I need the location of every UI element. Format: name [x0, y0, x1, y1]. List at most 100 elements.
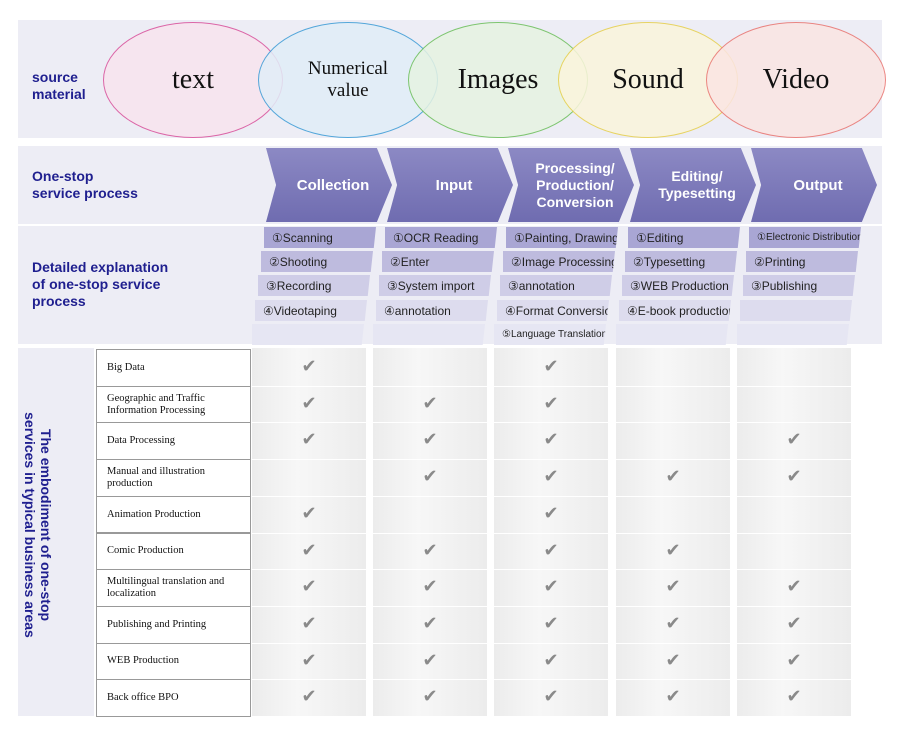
check-icon: ✔ — [665, 539, 681, 561]
process-stage-label: Processing/ Production/ Conversion — [535, 159, 615, 210]
material-label: Video — [762, 64, 830, 95]
process-detail-item: ③System import — [379, 275, 491, 296]
process-detail-item: ②Shooting — [261, 251, 373, 272]
check-icon: ✔ — [301, 576, 317, 598]
check-icon: ✔ — [786, 466, 802, 488]
process-label: One-stop service process — [32, 168, 138, 202]
check-icon: ✔ — [422, 429, 438, 451]
process-stage-arrow: Input — [387, 148, 513, 222]
process-detail-item: ①Scanning — [264, 227, 376, 248]
check-icon: ✔ — [786, 612, 802, 634]
process-stage-arrow: Processing/ Production/ Conversion — [508, 148, 634, 222]
check-icon: ✔ — [301, 356, 317, 377]
matrix-row-divider — [252, 532, 852, 534]
detail-label: Detailed explanation of one-stop service… — [32, 259, 168, 310]
detail-label-line: process — [32, 293, 86, 309]
check-icon: ✔ — [543, 392, 559, 414]
process-detail-item — [373, 324, 485, 345]
matrix-row-divider — [252, 679, 852, 681]
business-area-row: Back office BPO — [96, 679, 251, 717]
check-icon: ✔ — [422, 649, 438, 671]
matrix-row-divider — [252, 495, 852, 497]
check-icon: ✔ — [543, 466, 559, 488]
areas-label-line: The embodiment of one-stop — [38, 428, 54, 622]
matrix-column — [737, 348, 851, 716]
process-detail-item: ①Painting, Drawing — [506, 227, 618, 248]
process-detail-item: ④Format Conversion — [497, 300, 609, 321]
business-area-row: Data Processing — [96, 422, 251, 461]
process-stage-arrow: Collection — [266, 148, 392, 222]
business-area-row: Animation Production — [96, 495, 251, 534]
check-icon: ✔ — [301, 392, 317, 414]
process-detail-item: ⑤Language Translation — [494, 324, 606, 345]
check-icon: ✔ — [665, 576, 681, 598]
check-icon: ✔ — [422, 686, 438, 708]
process-detail-item — [616, 324, 728, 345]
process-detail-item: ②Typesetting — [625, 251, 737, 272]
matrix-column — [373, 348, 487, 716]
check-icon: ✔ — [543, 649, 559, 671]
source-label-line: source — [32, 69, 78, 85]
business-area-row: Multilingual translation and localizatio… — [96, 569, 251, 607]
process-detail-item — [252, 324, 364, 345]
matrix-row-divider — [252, 642, 852, 644]
process-detail-item — [737, 324, 849, 345]
source-label-line: material — [32, 86, 86, 102]
process-detail-item: ④E-book production — [619, 300, 731, 321]
check-icon: ✔ — [543, 612, 559, 634]
process-detail-item: ①Editing — [628, 227, 740, 248]
check-icon: ✔ — [665, 612, 681, 634]
material-label: Numerical value — [307, 58, 389, 101]
process-detail-item: ④annotation — [376, 300, 488, 321]
material-ellipse — [706, 22, 886, 138]
business-area-row: Geographic and Traffic Information Proce… — [96, 385, 251, 424]
check-icon: ✔ — [301, 612, 317, 634]
matrix-row-divider — [252, 459, 852, 461]
check-icon: ✔ — [786, 649, 802, 671]
areas-label: The embodiment of one-stop services in t… — [22, 345, 54, 705]
matrix-row-divider — [252, 385, 852, 387]
check-icon: ✔ — [301, 429, 317, 451]
business-area-row: WEB Production — [96, 642, 251, 681]
check-icon: ✔ — [301, 649, 317, 671]
material-label: text — [172, 64, 214, 95]
check-icon: ✔ — [301, 686, 317, 708]
check-icon: ✔ — [301, 502, 317, 524]
process-stage-label: Collection — [296, 176, 370, 194]
check-icon: ✔ — [543, 429, 559, 451]
check-icon: ✔ — [543, 686, 559, 708]
process-stage-label: Output — [793, 176, 843, 194]
check-icon: ✔ — [301, 539, 317, 561]
check-icon: ✔ — [543, 356, 559, 377]
check-icon: ✔ — [422, 539, 438, 561]
material-ellipse — [103, 22, 283, 138]
business-area-row: Publishing and Printing — [96, 605, 251, 644]
matrix-column — [616, 348, 730, 716]
process-label-line: service process — [32, 185, 138, 201]
process-detail-item: ③Recording — [258, 275, 370, 296]
check-icon: ✔ — [422, 466, 438, 488]
process-detail-item: ③WEB Production — [622, 275, 734, 296]
matrix-row-divider — [252, 569, 852, 571]
process-detail-item: ③annotation — [500, 275, 612, 296]
process-stage-arrow: Output — [751, 148, 877, 222]
process-stage-label: Editing/ Typesetting — [658, 168, 736, 201]
process-detail-item: ③Publishing — [743, 275, 855, 296]
check-icon: ✔ — [786, 429, 802, 451]
business-area-row: Manual and illustration production — [96, 459, 251, 497]
areas-label-line: services in typical business areas — [22, 412, 38, 638]
check-icon: ✔ — [786, 576, 802, 598]
process-detail-item — [740, 300, 852, 321]
matrix-column — [252, 348, 366, 716]
check-icon: ✔ — [422, 576, 438, 598]
process-detail-item: ②Printing — [746, 251, 858, 272]
check-icon: ✔ — [665, 466, 681, 488]
matrix-row-divider — [252, 605, 852, 607]
business-area-row: Comic Production — [96, 532, 251, 571]
process-detail-item: ②Image Processing — [503, 251, 615, 272]
process-label-line: One-stop — [32, 168, 94, 184]
check-icon: ✔ — [786, 686, 802, 708]
check-icon: ✔ — [422, 612, 438, 634]
detail-label-line: Detailed explanation — [32, 259, 169, 275]
check-icon: ✔ — [665, 686, 681, 708]
